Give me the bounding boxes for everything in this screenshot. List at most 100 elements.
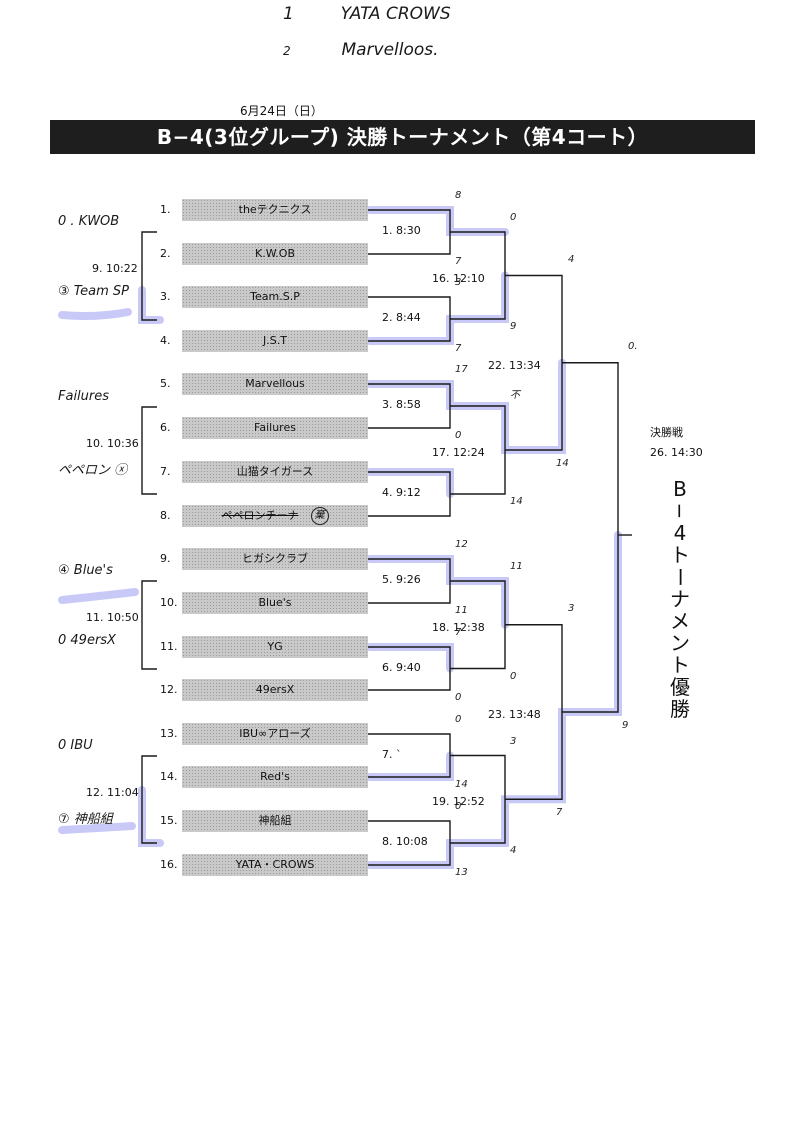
score-bottom: 7 <box>455 343 462 354</box>
round1-match-label: 1. 8:30 <box>382 224 421 237</box>
rank-number: 2 <box>283 44 291 58</box>
round2-match-label: 16. 12:10 <box>432 271 485 285</box>
score-top: 0 <box>455 714 462 725</box>
winner-label-char: 優 <box>670 675 690 699</box>
winner-label-char: 4 <box>673 521 687 545</box>
score-top: 不 <box>510 390 520 401</box>
round1-match-label: 8. 10:08 <box>382 835 428 848</box>
score-top: 12 <box>455 539 468 550</box>
team-seed: 15. <box>160 814 178 827</box>
handwritten-note: ペペロン ⓧ <box>58 462 128 478</box>
round1-match-label: 7. ` <box>382 747 402 761</box>
highlighter-stroke <box>58 588 139 604</box>
round1-match-label: 5. 9:26 <box>382 573 421 586</box>
handwritten-note: 0 IBU <box>58 738 93 753</box>
score-top: 7 <box>455 627 462 638</box>
score-bottom: 13 <box>455 867 468 878</box>
winner-label-char: ー <box>668 567 692 587</box>
team-box: Marvellous <box>182 373 368 395</box>
handwritten-note: 0 . KWOB <box>58 214 120 229</box>
handwritten-note: 0 49ersX <box>58 633 116 648</box>
round1-match-label: 6. 9:40 <box>382 660 421 674</box>
winner-label-char: − <box>668 502 692 520</box>
round2-match-label: 18. 12:38 <box>432 620 485 634</box>
team-box: K.W.OB <box>182 243 368 265</box>
score-bottom: 11 <box>455 605 468 616</box>
highlighter-stroke <box>366 555 509 629</box>
handwritten-rank-2: 2 Marvelloos. <box>283 40 439 60</box>
team-box: theテクニクス <box>182 199 368 221</box>
team-name: Blue's <box>258 596 292 609</box>
team-seed: 2. <box>160 247 171 260</box>
team-name: Marvellous <box>245 377 305 390</box>
round1-connector <box>368 733 451 778</box>
team-seed: 3. <box>160 290 171 303</box>
team-seed: 1. <box>160 203 171 216</box>
score-top: 3 <box>510 735 517 747</box>
team-seed: 13. <box>160 727 178 740</box>
score-top: 3 <box>455 277 462 288</box>
highlighter-stroke <box>58 308 132 320</box>
team-name: IBU∞アローズ <box>239 727 311 740</box>
team-seed: 8. <box>160 509 171 522</box>
team-box: Blue's <box>182 592 368 614</box>
team-name: ペペロンチーナ <box>221 509 299 522</box>
score-top: 17 <box>455 364 468 375</box>
handwritten-rank-1: 1 YATA CROWS <box>283 4 451 24</box>
final-time: 26. 14:30 <box>650 446 703 459</box>
rank-number: 1 <box>283 4 294 24</box>
team-name: J.S.T <box>263 334 287 347</box>
team-box: ペペロンチーナ棄 <box>182 505 368 527</box>
round1-match-label: 2. 8:44 <box>382 311 421 324</box>
round2-match-label: 17. 12:24 <box>432 446 485 459</box>
consolation-match-label: 12. 11:04 <box>86 785 139 799</box>
team-name: Red's <box>260 770 290 783</box>
consolation-bracket <box>141 406 157 495</box>
team-seed: 10. <box>160 596 178 609</box>
team-name: K.W.OB <box>254 247 296 260</box>
final-score-bottom: 9 <box>622 720 629 731</box>
rank-team: Marvelloos. <box>341 40 439 60</box>
team-box: 山猫タイガース <box>182 461 368 483</box>
team-seed: 5. <box>160 377 171 390</box>
semifinal-match-label: 23. 13:48 <box>488 708 541 721</box>
final-score-top: 0. <box>628 340 638 352</box>
score-bottom: 7 <box>455 256 462 267</box>
handwritten-note: ④ Blue's <box>58 563 113 578</box>
score-bottom: 14 <box>455 779 468 790</box>
score-bottom: 9 <box>510 321 517 332</box>
team-box: IBU∞アローズ <box>182 723 368 745</box>
score-bottom: 7 <box>556 807 563 819</box>
highlighter-stroke <box>138 786 164 847</box>
score-bottom: 0 <box>455 430 462 441</box>
highlighter-stroke <box>58 822 136 834</box>
score-top: 4 <box>568 253 575 265</box>
final-label: 決勝戦 <box>650 426 683 439</box>
highlighter-stroke <box>138 286 164 324</box>
team-seed: 11. <box>160 640 178 653</box>
team-seed: 6. <box>160 421 171 434</box>
team-name: YG <box>267 640 283 653</box>
team-box: 神船組 <box>182 810 368 832</box>
consolation-bracket <box>141 755 157 844</box>
winner-label-char: メ <box>670 609 690 633</box>
semifinal-match-label: 22. 13:34 <box>488 358 541 372</box>
team-box: YATA・CROWS <box>182 854 368 876</box>
consolation-bracket <box>141 580 157 670</box>
team-seed: 12. <box>160 683 178 696</box>
round1-match-label: 3. 8:58 <box>382 398 421 411</box>
team-name: theテクニクス <box>238 203 312 216</box>
bracket-connectors <box>141 209 632 866</box>
score-bottom: 14 <box>556 458 569 469</box>
team-box: ヒガシクラブ <box>182 548 368 570</box>
team-seed: 7. <box>160 465 171 478</box>
team-name: Failures <box>254 421 296 434</box>
team-box: YG <box>182 636 368 658</box>
team-box: Red's <box>182 766 368 788</box>
round2-match-label: 19. 12:52 <box>432 795 485 809</box>
handwritten-note: Failures <box>58 389 110 404</box>
score-top: 8 <box>455 190 462 201</box>
team-name: 49ersX <box>255 683 295 696</box>
consolation-bracket <box>141 231 157 321</box>
